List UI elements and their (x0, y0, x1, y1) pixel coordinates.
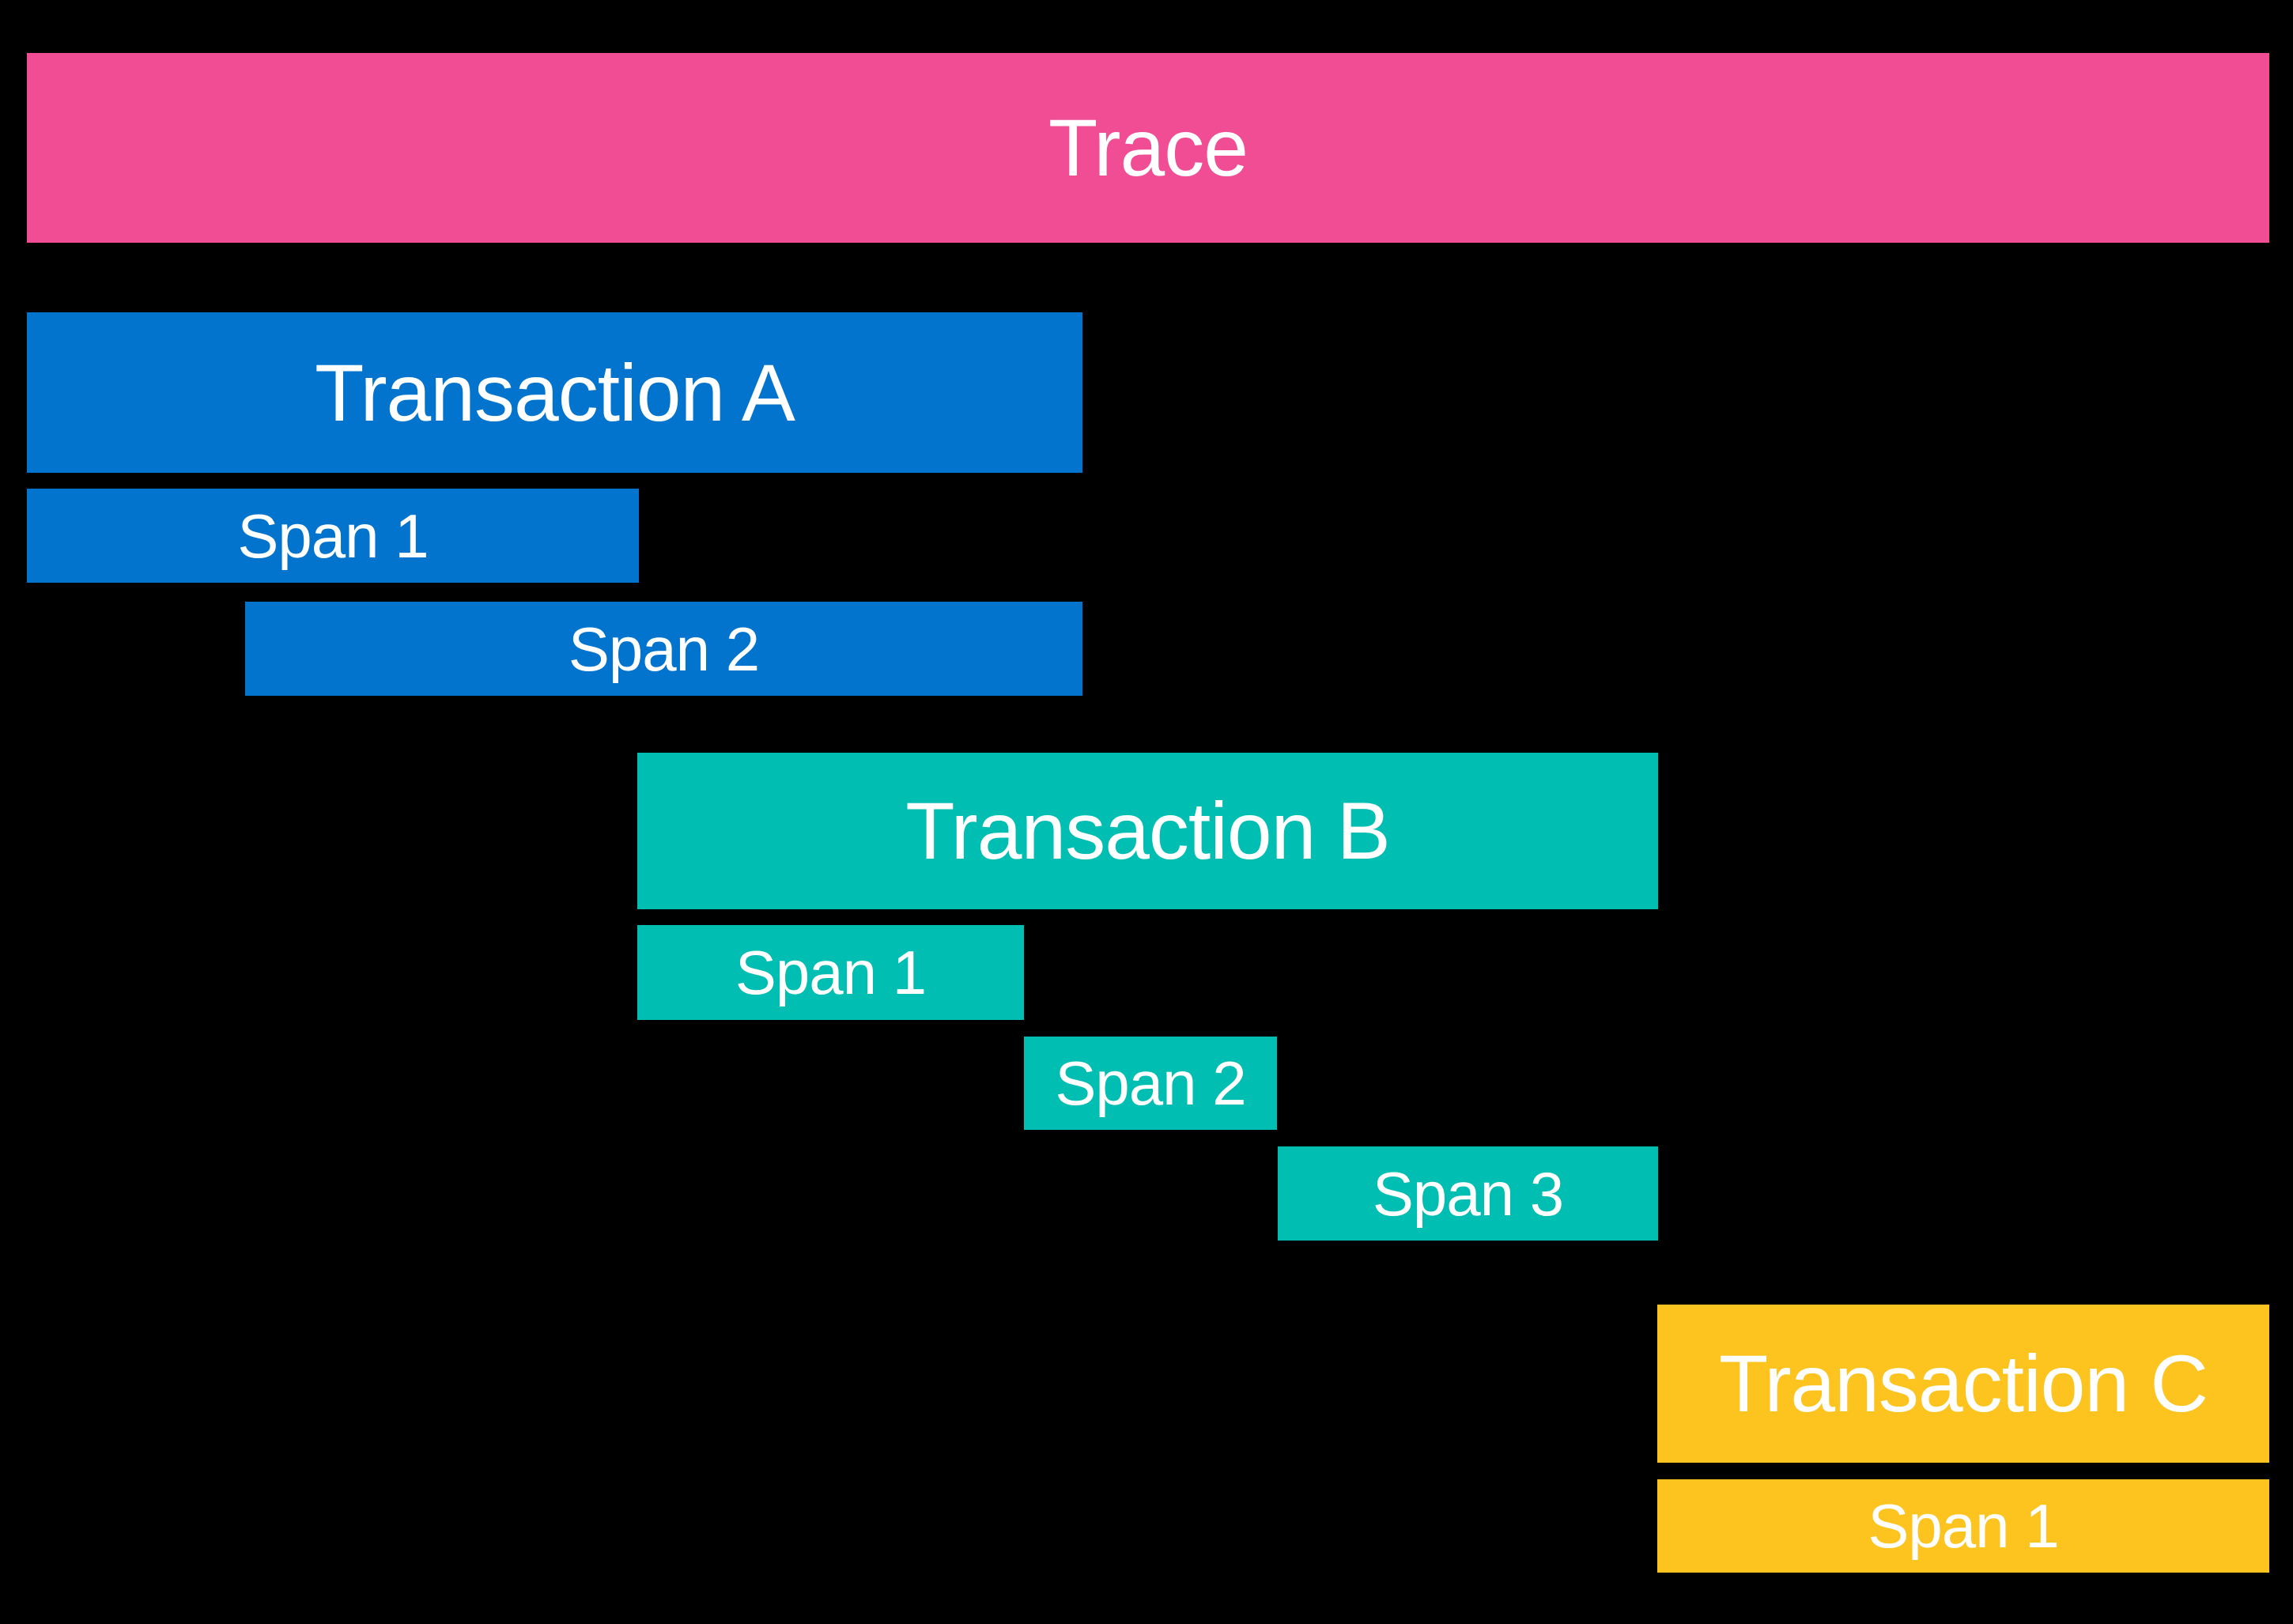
transaction-b-span-3-label: Span 3 (1372, 1158, 1564, 1229)
transaction-a-span-2-label: Span 2 (568, 614, 760, 684)
transaction-c-span-1-label: Span 1 (1868, 1491, 2059, 1561)
transaction-b-span-1-bar: Span 1 (637, 925, 1024, 1020)
transaction-c-bar: Transaction C (1657, 1305, 2269, 1463)
transaction-c-label: Transaction C (1718, 1339, 2208, 1429)
transaction-b-span-3-bar: Span 3 (1278, 1146, 1658, 1241)
transaction-b-bar: Transaction B (637, 753, 1658, 909)
transaction-b-span-1-label: Span 1 (735, 938, 927, 1007)
trace-label: Trace (1048, 103, 1248, 193)
transaction-b-span-2-bar: Span 2 (1024, 1037, 1277, 1130)
transaction-c-span-1-bar: Span 1 (1657, 1479, 2269, 1573)
transaction-a-span-2-bar: Span 2 (245, 602, 1082, 696)
transaction-b-span-2-label: Span 2 (1055, 1048, 1246, 1118)
transaction-a-label: Transaction A (315, 347, 795, 438)
transaction-a-span-1-bar: Span 1 (27, 489, 639, 583)
transaction-a-span-1-label: Span 1 (237, 500, 429, 571)
trace-bar: Trace (27, 53, 2269, 243)
transaction-a-bar: Transaction A (27, 312, 1082, 473)
transaction-b-label: Transaction B (905, 786, 1390, 876)
